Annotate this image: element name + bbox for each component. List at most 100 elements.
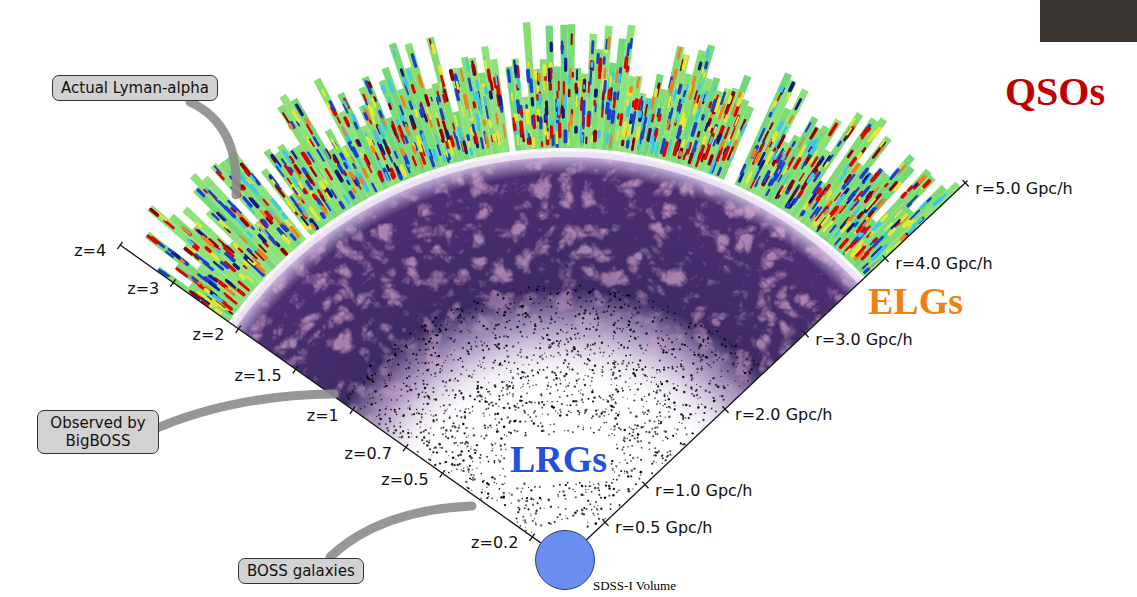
galaxy-dot: [681, 343, 683, 345]
galaxy-dot: [657, 400, 659, 402]
galaxy-dot: [548, 499, 550, 501]
galaxy-dot: [521, 335, 523, 337]
galaxy-dot: [578, 391, 579, 392]
galaxy-dot: [633, 400, 635, 402]
galaxy-dot: [374, 390, 376, 392]
galaxy-dot: [421, 416, 423, 418]
galaxy-dot: [447, 408, 448, 409]
galaxy-dot: [385, 367, 386, 368]
galaxy-dot: [548, 433, 550, 435]
galaxy-dot: [376, 416, 377, 417]
galaxy-dot: [550, 355, 552, 357]
galaxy-dot: [535, 523, 537, 525]
galaxy-dot: [612, 468, 614, 470]
galaxy-dot: [614, 321, 617, 324]
galaxy-dot: [575, 496, 577, 498]
galaxy-dot: [622, 390, 624, 392]
galaxy-dot: [637, 433, 640, 436]
galaxy-dot: [633, 373, 634, 374]
galaxy-dot: [588, 291, 590, 293]
galaxy-dot: [469, 412, 471, 414]
galaxy-dot: [492, 332, 493, 333]
galaxy-dot: [503, 314, 506, 317]
galaxy-dot: [426, 369, 429, 372]
galaxy-dot: [655, 330, 657, 332]
galaxy-dot: [691, 393, 693, 395]
galaxy-dot: [594, 506, 596, 508]
galaxy-dot: [596, 313, 598, 315]
galaxy-dot: [662, 309, 664, 311]
galaxy-dot: [608, 291, 609, 292]
galaxy-dot: [438, 328, 440, 330]
galaxy-dot: [586, 508, 588, 510]
galaxy-dot: [630, 354, 632, 356]
galaxy-dot: [519, 420, 521, 422]
galaxy-dot: [503, 335, 505, 337]
galaxy-dot: [662, 440, 663, 441]
galaxy-dot: [592, 415, 594, 417]
galaxy-dot: [419, 421, 422, 424]
galaxy-dot: [405, 368, 407, 370]
galaxy-dot: [539, 343, 541, 345]
galaxy-dot: [715, 384, 717, 386]
galaxy-dot: [582, 323, 583, 324]
galaxy-dot: [484, 427, 486, 429]
galaxy-dot: [530, 401, 532, 403]
galaxy-dot: [528, 286, 530, 288]
galaxy-dot: [472, 477, 474, 479]
galaxy-dot: [514, 429, 516, 431]
galaxy-dot: [491, 322, 492, 323]
galaxy-dot: [488, 382, 489, 383]
galaxy-dot: [560, 329, 562, 331]
galaxy-dot: [436, 451, 438, 453]
galaxy-dot: [629, 433, 631, 435]
galaxy-dot: [471, 489, 472, 490]
galaxy-dot: [500, 448, 502, 450]
galaxy-dot: [572, 400, 575, 403]
galaxy-dot: [476, 450, 477, 451]
galaxy-dot: [491, 450, 493, 452]
galaxy-dot: [592, 289, 594, 291]
galaxy-dot: [496, 311, 498, 313]
galaxy-dot: [527, 314, 529, 316]
galaxy-dot: [602, 411, 604, 413]
galaxy-dot: [656, 384, 658, 386]
galaxy-dot: [582, 401, 584, 403]
galaxy-dot: [680, 442, 682, 444]
galaxy-dot: [628, 324, 630, 326]
galaxy-dot: [611, 463, 613, 465]
galaxy-dot: [423, 442, 425, 444]
galaxy-dot: [573, 357, 575, 359]
galaxy-dot: [473, 370, 475, 372]
galaxy-dot: [613, 398, 614, 399]
galaxy-dot: [454, 380, 455, 381]
galaxy-dot: [520, 395, 522, 397]
galaxy-dot: [596, 311, 598, 313]
galaxy-dot: [583, 507, 585, 509]
galaxy-dot: [474, 398, 476, 400]
galaxy-dot: [590, 300, 592, 302]
galaxy-dot: [544, 352, 545, 353]
galaxy-dot: [615, 412, 617, 414]
galaxy-dot: [530, 321, 531, 322]
galaxy-dot: [597, 505, 598, 506]
galaxy-dot: [528, 316, 530, 318]
galaxy-dot: [391, 399, 392, 400]
galaxy-dot: [449, 379, 452, 382]
galaxy-dot: [475, 308, 477, 310]
galaxy-dot: [562, 318, 564, 320]
galaxy-dot: [540, 318, 542, 320]
galaxy-dot: [711, 367, 712, 368]
galaxy-dot: [457, 445, 458, 446]
galaxy-dot: [676, 339, 678, 341]
galaxy-dot: [455, 409, 456, 410]
galaxy-dot: [698, 421, 700, 423]
galaxy-dot: [571, 328, 573, 330]
galaxy-dot: [713, 400, 715, 402]
galaxy-dot: [484, 491, 485, 492]
galaxy-dot: [674, 405, 675, 406]
galaxy-dot: [719, 357, 720, 358]
galaxy-dot: [492, 404, 494, 406]
galaxy-dot: [494, 360, 496, 362]
galaxy-dot: [727, 385, 728, 386]
